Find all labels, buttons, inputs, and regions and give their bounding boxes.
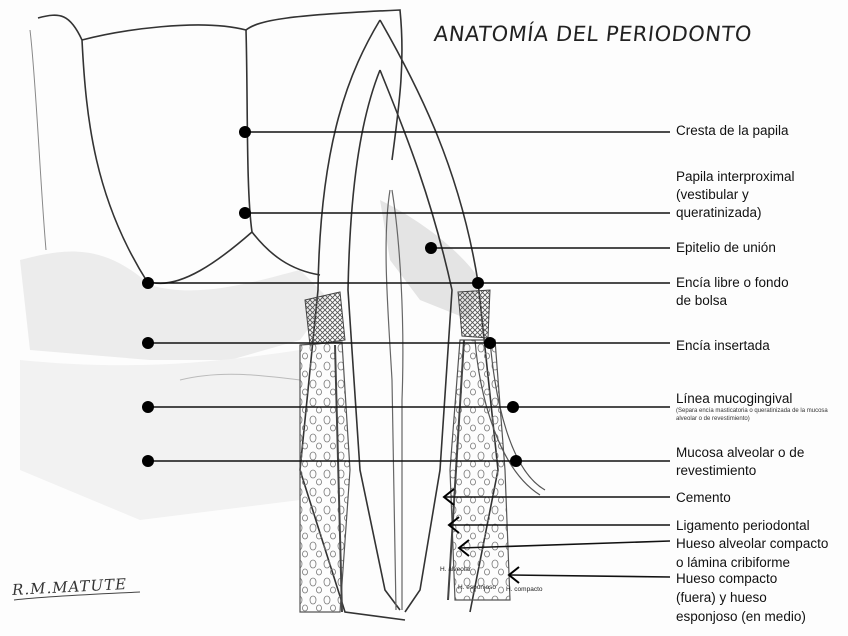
label-encia-libre-line2: de bolsa <box>676 292 727 310</box>
label-cemento: Cemento <box>676 489 731 507</box>
diagram-title: ANATOMÍA DEL PERIODONTO <box>433 22 753 46</box>
label-hueso-alveolar-line1: Hueso alveolar compacto <box>676 535 828 553</box>
label-ligamento-periodontal: Ligamento periodontal <box>676 517 810 535</box>
label-hueso-compacto-line2: (fuera) y hueso <box>676 589 767 607</box>
label-hueso-compacto-line3: esponjoso (en medio) <box>676 608 806 626</box>
label-hueso-compacto-line1: Hueso compacto <box>676 570 777 588</box>
crestal-bone <box>305 290 490 345</box>
label-mucosa-line2: revestimiento <box>676 462 756 480</box>
gum-shading <box>20 200 480 520</box>
label-papila-line3: queratinizada) <box>676 204 762 222</box>
label-linea-mucogingival-note: (Separa encía masticatoria o queratiniza… <box>676 407 836 423</box>
label-papila-line2: (vestibular y <box>676 186 749 204</box>
label-linea-mucogingival: Línea mucogingival <box>676 390 792 408</box>
label-mucosa-line1: Mucosa alveolar o de <box>676 444 804 462</box>
label-epitelio-union: Epitelio de unión <box>676 239 776 257</box>
label-papila-line1: Papila interproximal <box>676 168 795 186</box>
bone-label-compacto: H. compacto <box>506 586 543 593</box>
front-teeth-crowns <box>30 10 402 283</box>
label-encia-insertada: Encía insertada <box>676 337 770 355</box>
bone-label-alveolar: H. alveolar <box>440 566 471 573</box>
label-cresta-papila: Cresta de la papila <box>676 122 789 140</box>
bone-label-esponjoso: H. esponjoso <box>458 584 496 591</box>
label-encia-libre-line1: Encía libre o fondo <box>676 274 789 292</box>
